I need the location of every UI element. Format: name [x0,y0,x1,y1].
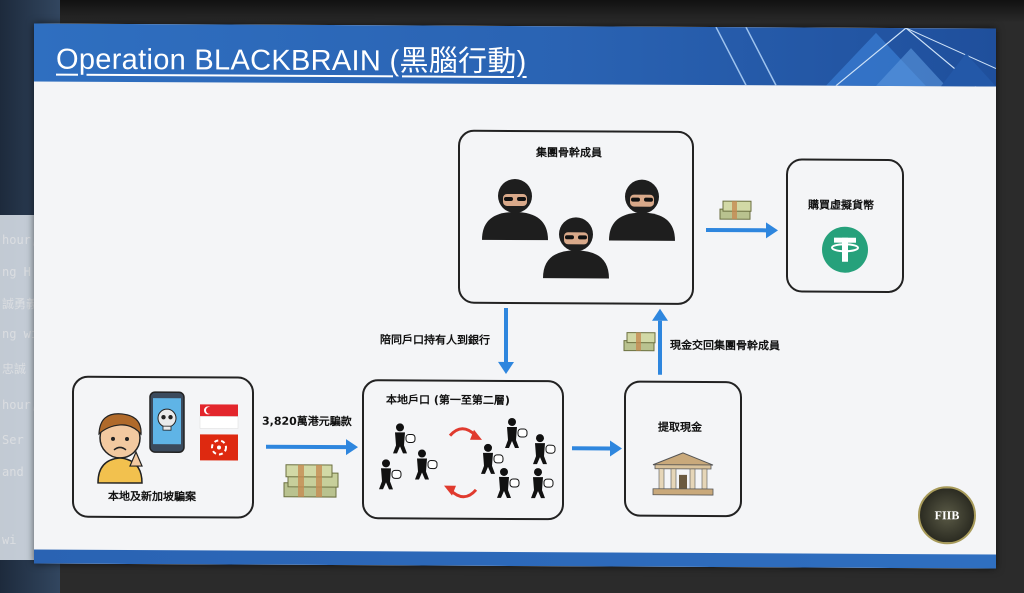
cash-bundle-icon [623,332,656,352]
crypto-box: 購買虛擬貨幣 [786,158,904,294]
money-mule-icon [481,443,504,474]
arrow-accounts-to-withdraw [572,440,622,457]
arrow-syndicate-to-accounts [498,307,514,374]
arrow-victims-to-accounts [266,439,358,456]
banner-fragment: Ser [2,433,24,447]
escort-label: 陪同戶口持有人到銀行 [380,333,490,347]
banner-fragment: ng wi [2,327,39,341]
hong-kong-flag-icon [200,434,238,461]
bottom-bar [34,549,996,569]
scam-amount-label: 3,820萬港元騙款 [262,414,352,429]
banner-fragment: ng H [2,265,31,279]
money-mule-icon [505,417,528,449]
banner-fragment: hour, [2,233,39,247]
accounts-box: 本地戶口 (第一至第二層) [362,379,564,521]
syndicate-box: 集團骨幹成員 [458,129,694,305]
banner-fragment: 忠誠 [2,362,27,376]
singapore-flag-icon [199,404,239,429]
banner-fragment: 誠勇義 [2,297,39,311]
money-mule-icon [497,467,520,498]
arrow-syndicate-to-crypto [706,222,778,239]
return-cash-label: 現金交回集團骨幹成員 [670,338,780,353]
money-mule-icon [379,459,402,490]
crypto-label: 購買虛擬貨幣 [808,198,874,212]
money-mule-icon [533,434,556,465]
worried-person-icon [97,413,143,484]
cash-bundle-icon [283,464,339,498]
arrow-withdraw-to-syndicate [652,308,668,375]
room-ceiling [0,0,1024,22]
money-mule-icon [531,468,554,499]
masked-member-icon [543,217,609,279]
cycle-arrow-icon [444,427,482,499]
victims-box: 本地及新加坡騙案 [72,375,254,519]
bank-building-icon [652,452,714,496]
withdraw-label: 提取現金 [658,420,702,434]
fiib-logo: FIIB [918,486,976,545]
money-mule-icon [393,423,416,454]
tether-icon [822,226,868,273]
banner-fragment: wi [2,533,17,547]
money-mule-icon [415,449,438,480]
slide-title: Operation BLACKBRAIN (黑腦行動) [56,43,527,79]
cash-bundle-icon [719,200,752,220]
banner-fragment: hour, [2,398,39,412]
withdraw-box: 提取現金 [624,380,742,518]
presentation-screen: Operation BLACKBRAIN (黑腦行動) 集團骨幹成員 [34,23,996,569]
masked-member-icon [482,178,548,241]
title-bar: Operation BLACKBRAIN (黑腦行動) [34,23,996,87]
banner-fragment: and [2,465,24,479]
phone-skull-icon [149,391,185,453]
masked-member-icon [609,179,675,241]
victims-label: 本地及新加坡騙案 [108,489,196,504]
title-decoration [715,26,996,87]
